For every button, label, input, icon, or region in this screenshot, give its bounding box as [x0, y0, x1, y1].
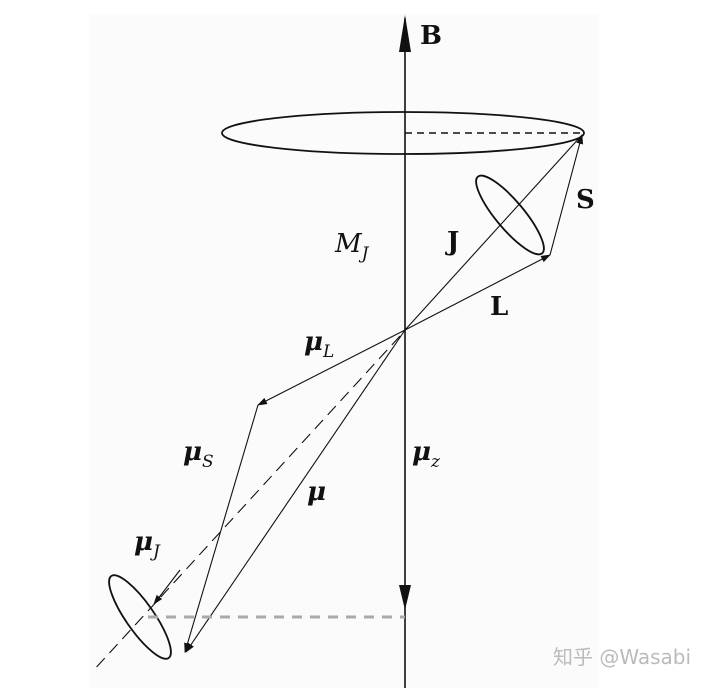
mu-j-vector	[153, 569, 181, 605]
label-mu-j: μJ	[134, 527, 161, 562]
label-l: L	[490, 292, 508, 322]
mu-s-vector	[184, 404, 259, 653]
label-s: S	[576, 185, 595, 215]
watermark: 知乎 @Wasabi	[553, 645, 691, 669]
panel-background	[90, 14, 598, 688]
label-mu-z: μz	[412, 437, 441, 472]
label-mu-s: μS	[183, 437, 214, 472]
ls-precession-ellipse	[475, 174, 545, 256]
j-precession-ellipse	[221, 111, 585, 155]
mu-z-arrowhead	[399, 585, 411, 610]
label-mu-l: μL	[304, 327, 334, 362]
label-b: B	[420, 21, 442, 51]
mu-precession-ellipse	[108, 574, 172, 660]
l-vector	[404, 254, 551, 331]
b-arrowhead	[399, 15, 411, 52]
j-vector	[404, 134, 583, 331]
label-mj: MJ	[334, 229, 370, 264]
mu-vector	[185, 329, 406, 653]
mu-l-vector	[257, 329, 406, 406]
s-vector	[549, 134, 584, 256]
label-j: J	[445, 227, 459, 257]
label-mu: μ	[307, 477, 326, 507]
